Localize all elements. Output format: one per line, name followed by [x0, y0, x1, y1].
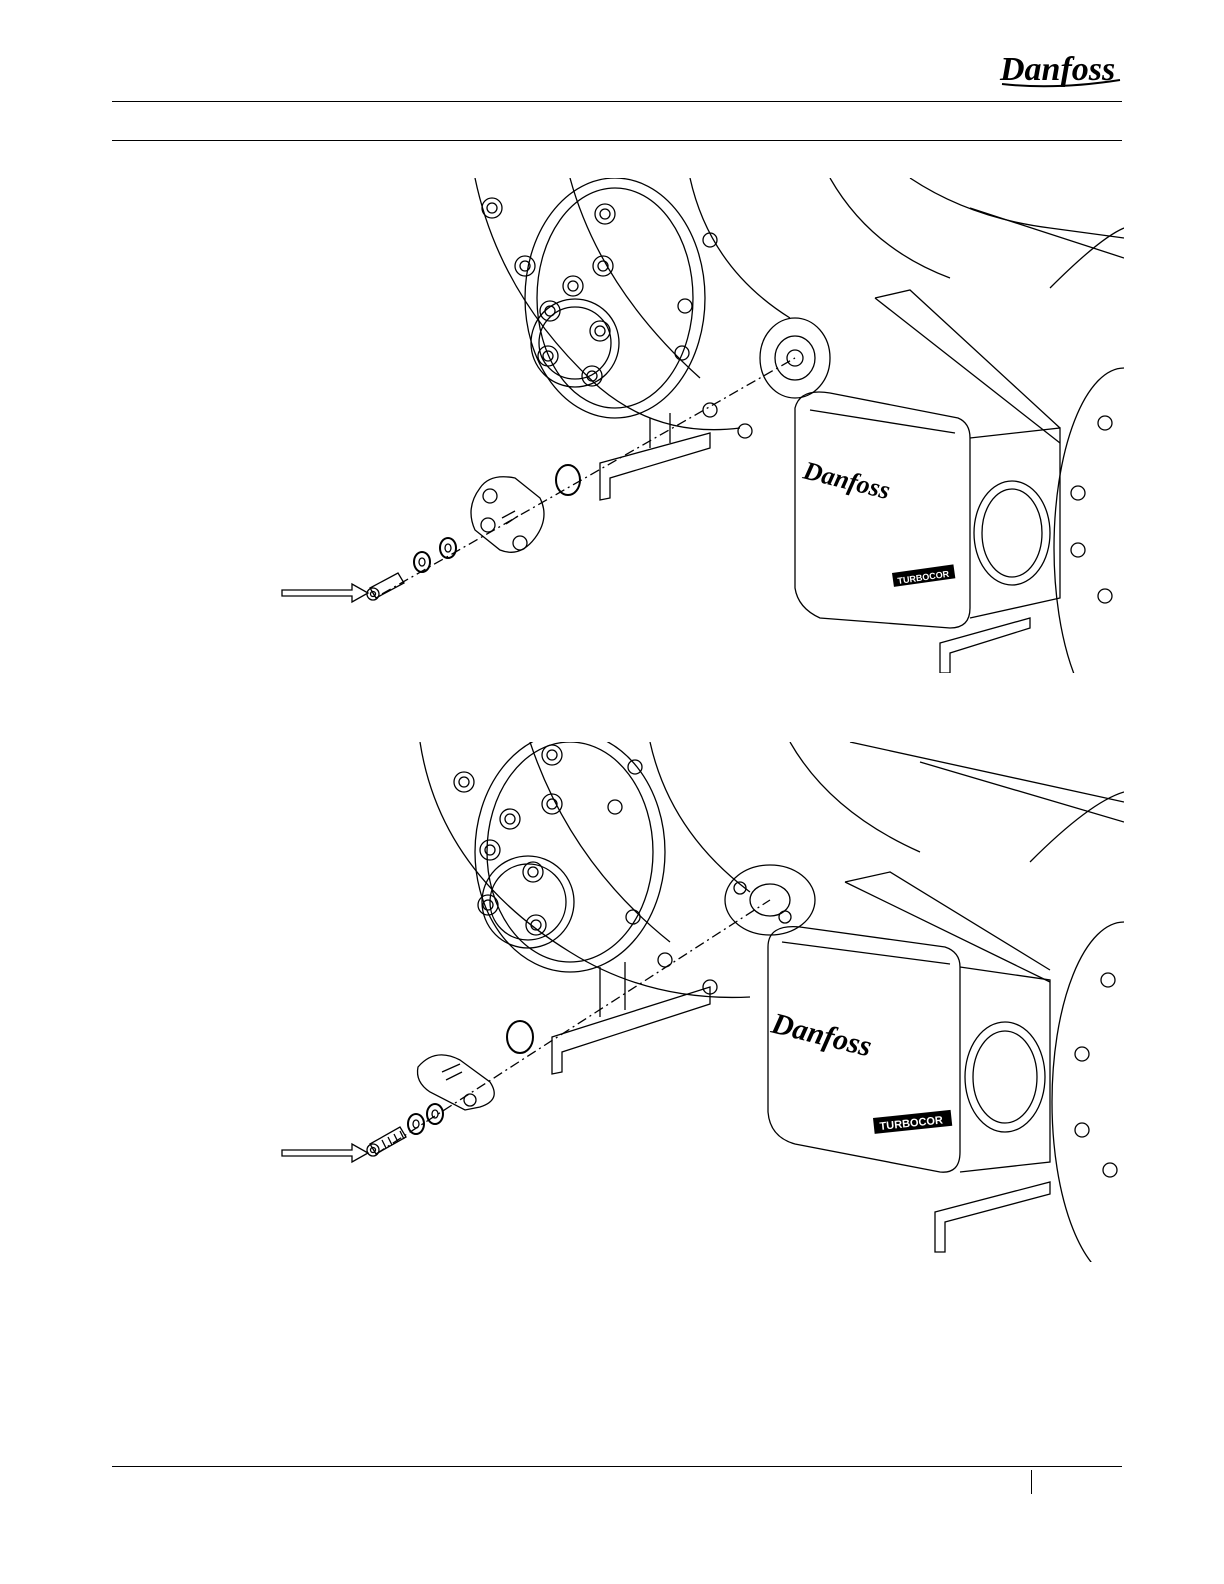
flange-bolts	[454, 745, 717, 994]
danfoss-logo: Danfoss	[996, 44, 1128, 94]
housing-logo: Danfoss	[800, 455, 894, 505]
flange-bolts	[482, 198, 752, 438]
callout-arrow-icon	[280, 582, 370, 604]
callout-arrow-icon	[280, 1142, 370, 1164]
header-rule-top	[112, 101, 1122, 102]
figure-exploded-view-2: Danfoss TURBOCOR	[270, 742, 1124, 1262]
housing-logo: Danfoss	[767, 1007, 875, 1064]
figure-exploded-view-1: Danfoss TURBOCOR	[270, 178, 1124, 673]
footer-rule	[112, 1466, 1122, 1467]
footer-divider	[1031, 1470, 1032, 1494]
header-rule-bottom	[112, 140, 1122, 141]
